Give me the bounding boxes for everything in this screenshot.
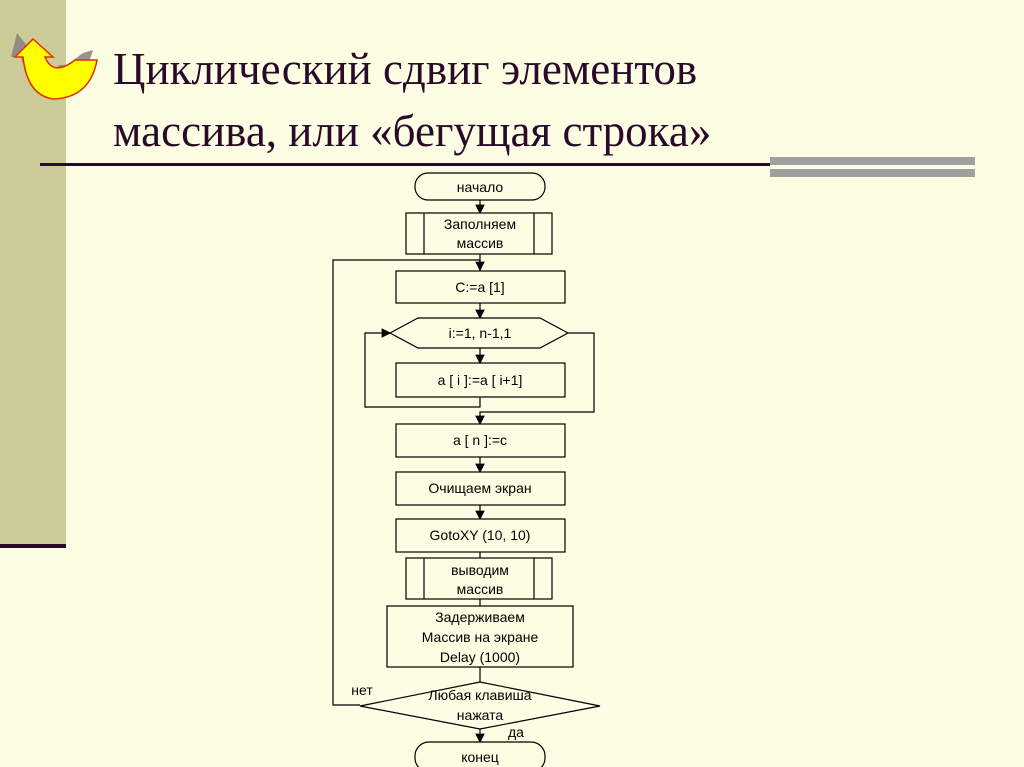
output-label-1: выводим [451,562,509,578]
output-array-block [405,557,553,600]
delay-label-1: Задерживаем [435,609,525,625]
clear-label: Очищаем экран [428,480,531,496]
fill-label-2: массив [457,235,504,251]
title-line-1: Циклический сдвиг элементов [113,44,698,94]
shift-label: a [ i ]:=a [ i+1] [438,372,523,388]
start-label: начало [457,179,504,195]
assign-c-label: C:=a [1] [455,279,504,295]
condition-diamond [359,681,601,730]
goto-label: GotoXY (10, 10) [430,527,531,543]
curved-arrow-icon[interactable] [5,25,105,105]
shift-block [395,362,566,398]
loop-label: i:=1, n-1,1 [449,325,512,341]
gotoxy-block [395,518,566,553]
clear-screen-block [395,471,566,506]
loop-hexagon [388,317,570,349]
assign-n-label: a [ n ]:=c [453,432,507,448]
assign-n-block [395,423,566,458]
end-terminal [414,741,546,767]
title-underline [40,163,975,166]
assign-c-block [395,270,566,304]
title-line-2: массива, или «бегущая строка» [113,106,712,156]
fill-label-1: Заполняем [444,216,516,232]
delay-block [386,605,574,668]
condition-label-1: Любая клавиша [428,687,531,703]
condition-label-2: нажата [457,707,504,723]
output-label-2: массив [457,581,504,597]
strip-divider [0,544,66,548]
fill-array-block [405,212,553,255]
delay-label-3: Delay (1000) [440,649,520,665]
title-accent-bar [770,157,975,177]
delay-label-2: Массив на экране [422,629,539,645]
no-label: нет [351,682,373,698]
slide-title: Циклический сдвиг элементов массива, или… [113,38,711,162]
start-terminal [414,172,546,201]
end-label: конец [461,749,499,765]
yes-label: да [508,724,524,740]
